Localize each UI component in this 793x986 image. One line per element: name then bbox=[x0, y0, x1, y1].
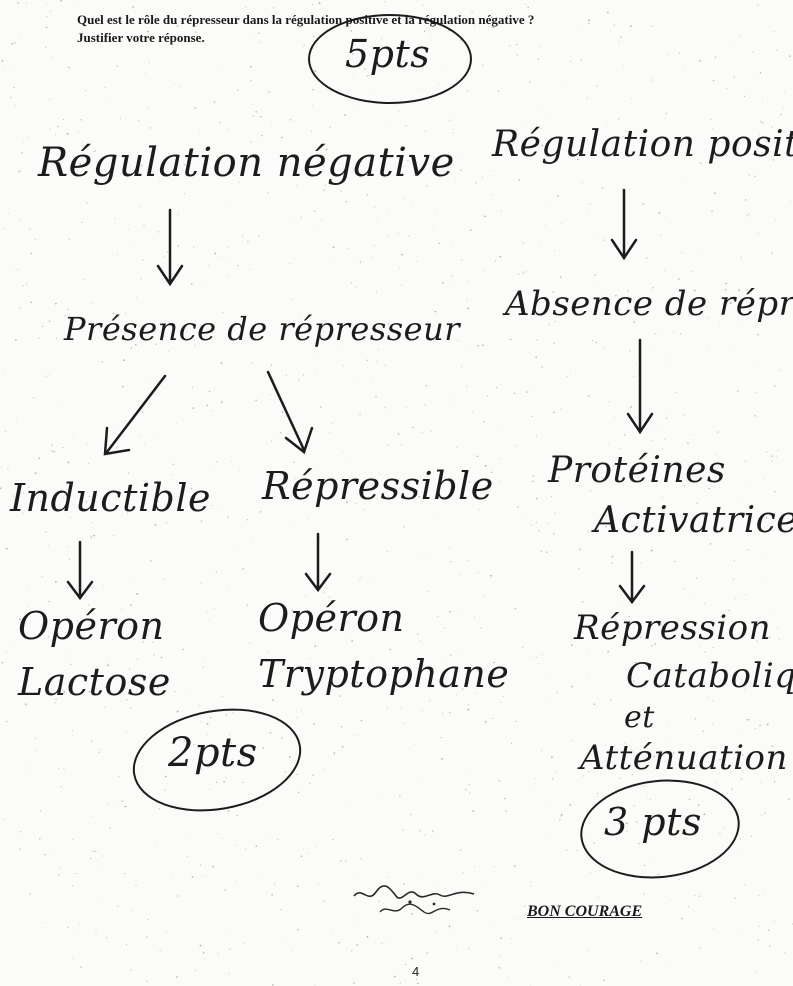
score-right: 3 pts bbox=[604, 800, 702, 844]
bon-courage: BON COURAGE bbox=[527, 903, 643, 920]
repressor-presence: Présence de répresseur bbox=[64, 310, 460, 348]
repression-line1: Répression bbox=[574, 608, 771, 648]
arrow-down-icon bbox=[156, 208, 184, 287]
inducible-label: Inductible bbox=[10, 476, 211, 520]
arrow-down-icon bbox=[610, 188, 638, 261]
score-top: 5pts bbox=[345, 32, 431, 76]
score-left: 2pts bbox=[168, 730, 258, 776]
repressor-absence: Absence de répresseu bbox=[505, 284, 793, 324]
arrow-down-icon bbox=[66, 540, 94, 601]
arrow-down-icon bbox=[304, 532, 332, 593]
operon-trp-line2: Tryptophane bbox=[258, 652, 510, 696]
operon-lac-line2: Lactose bbox=[18, 660, 171, 704]
arrow-down-icon bbox=[618, 550, 646, 605]
proteins-line2: Activatrices bbox=[594, 500, 793, 541]
repression-line2: Catabolique bbox=[626, 656, 793, 696]
page-number: 4 bbox=[412, 964, 420, 979]
repression-line4: Atténuation bbox=[580, 738, 788, 778]
operon-trp-line1: Opéron bbox=[258, 596, 405, 640]
arrow-down-left-icon bbox=[103, 374, 167, 456]
negative-regulation-title: Régulation négative bbox=[38, 140, 455, 186]
score-circle-top bbox=[308, 14, 472, 104]
question-line-2: Justifier votre réponse. bbox=[77, 30, 205, 45]
question-line-1: Quel est le rôle du répresseur dans la r… bbox=[77, 12, 535, 27]
proteins-line1: Protéines bbox=[548, 450, 726, 491]
arrow-down-icon bbox=[626, 338, 654, 435]
positive-regulation-title: Régulation positive bbox=[492, 124, 793, 165]
signature-stamp bbox=[353, 885, 475, 915]
operon-lac-line1: Opéron bbox=[18, 604, 165, 648]
repression-line3: et bbox=[624, 700, 655, 735]
arrow-down-right-icon bbox=[266, 370, 314, 455]
repressible-label: Répressible bbox=[262, 464, 494, 508]
